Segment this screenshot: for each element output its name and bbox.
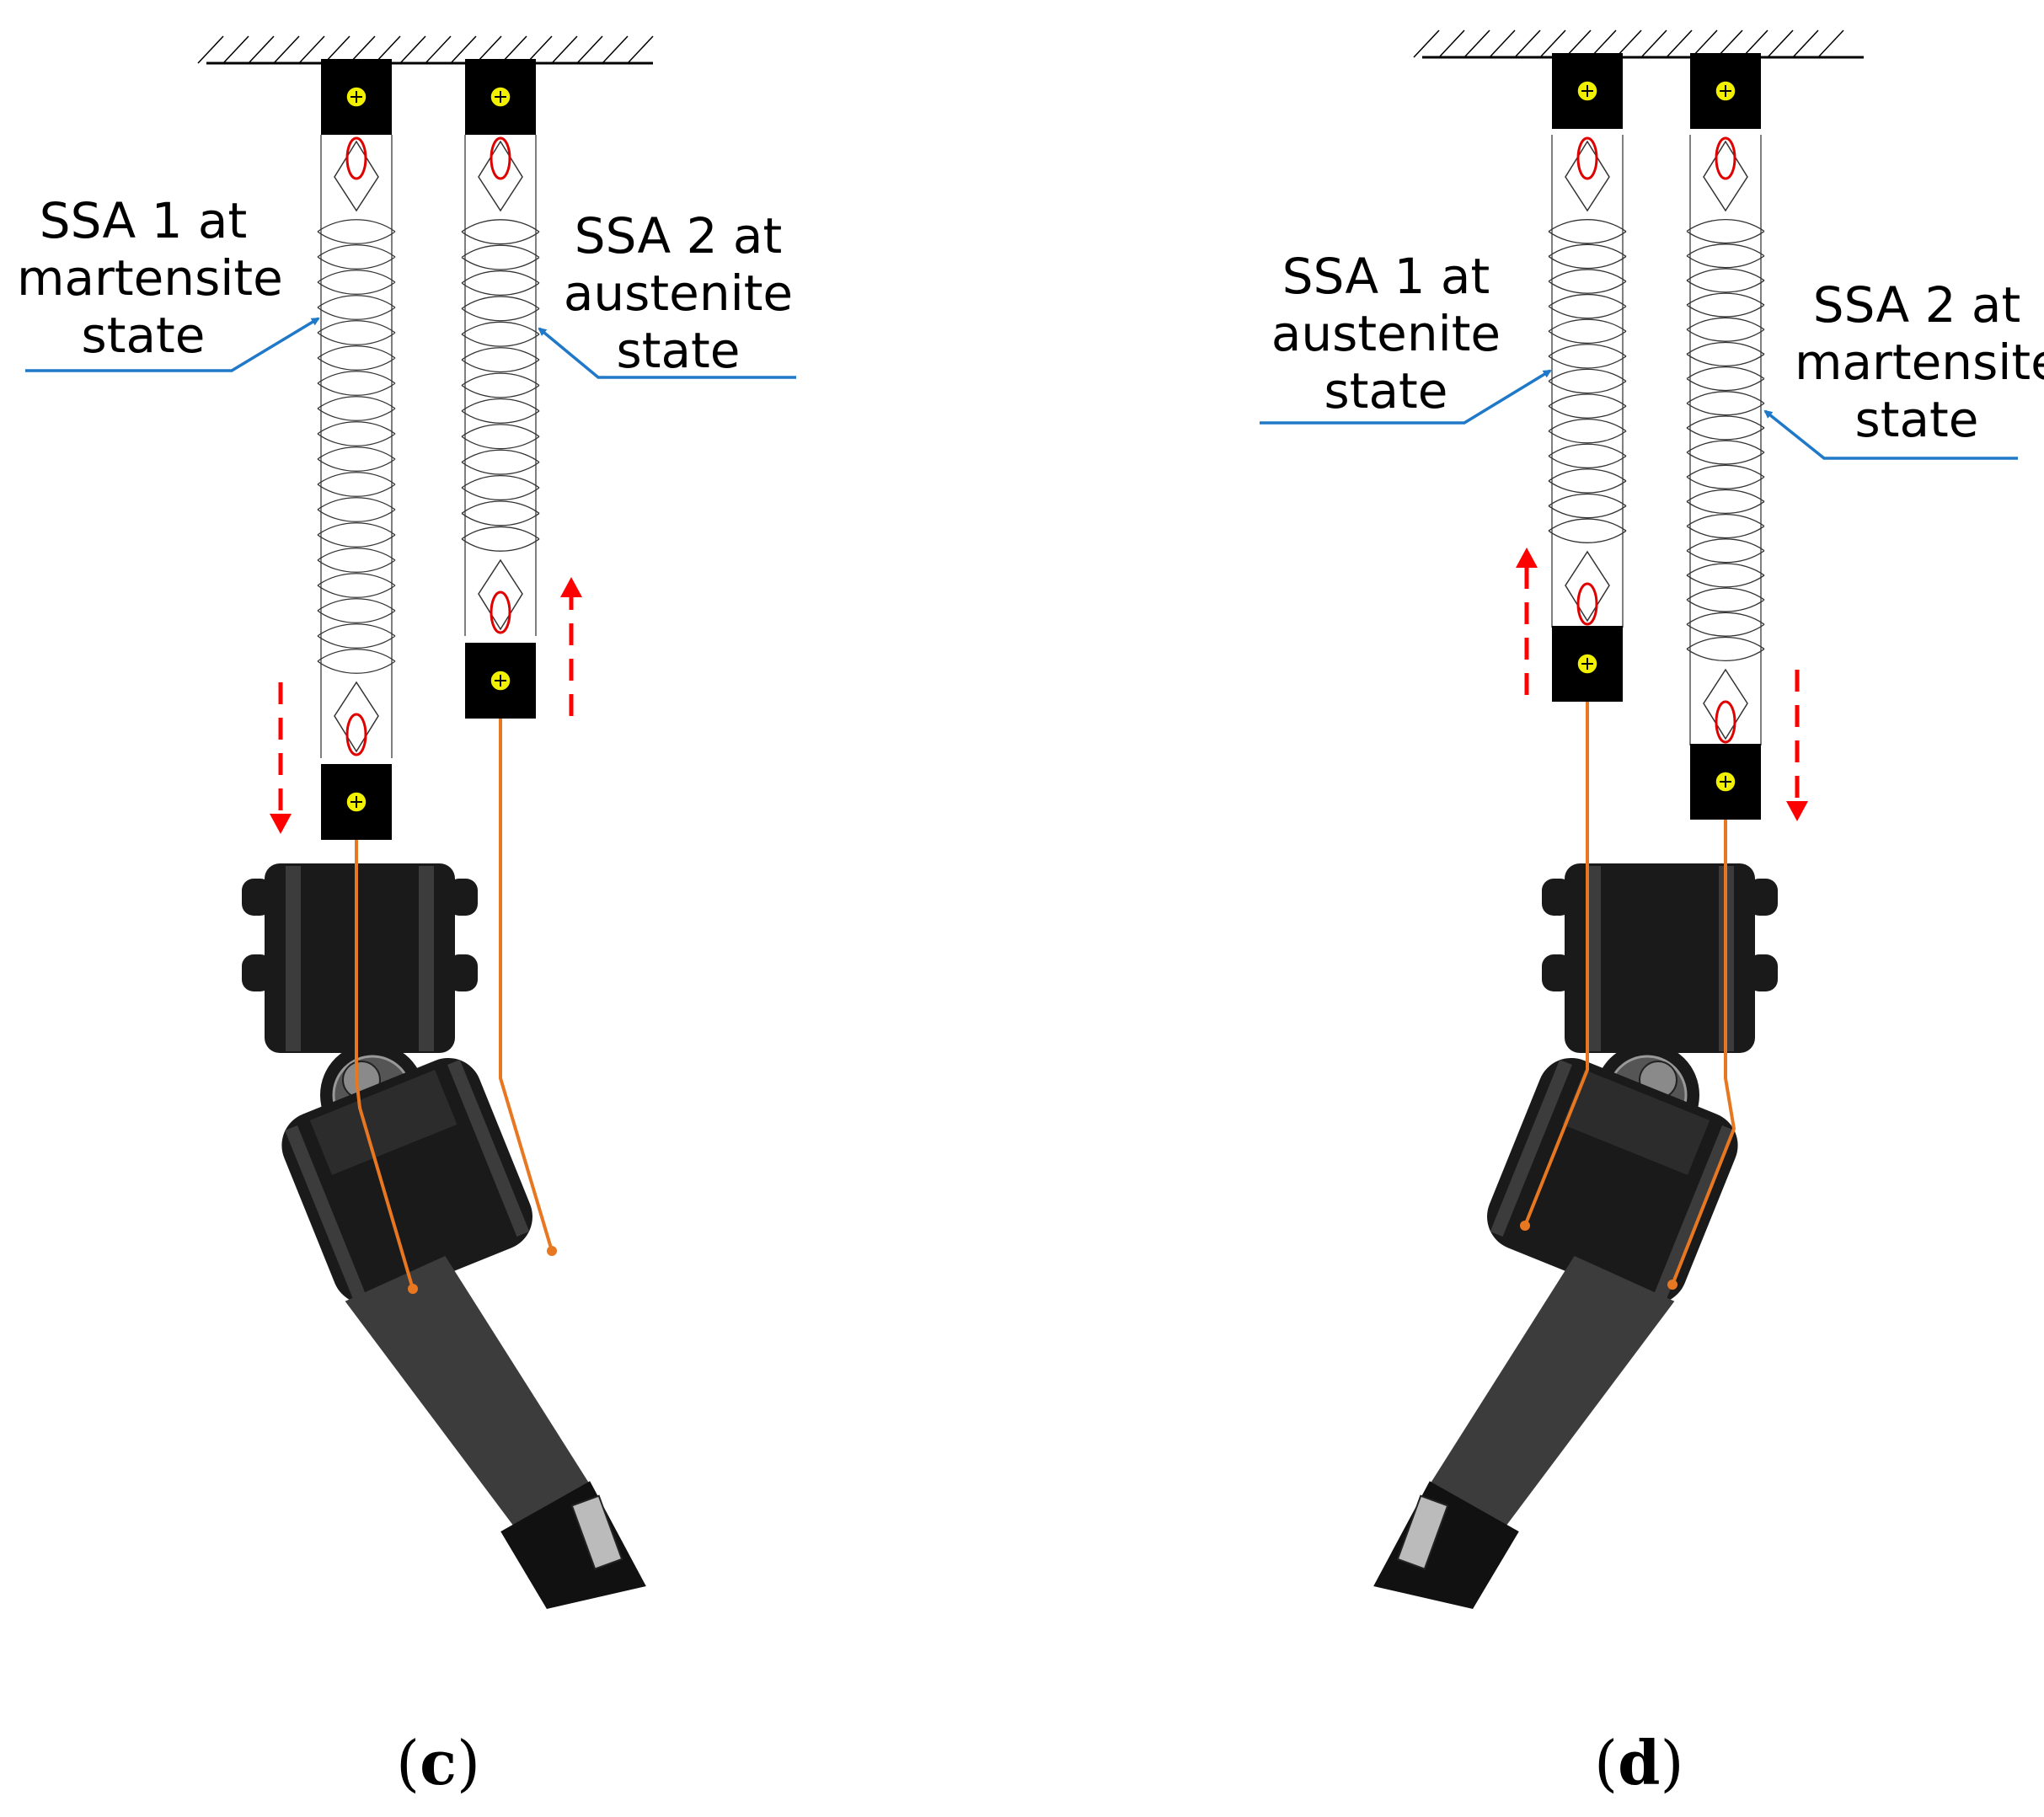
panel-d-ssa2-pointer (1763, 409, 2018, 460)
panel-c-ssa2-label-line2: austenite (563, 265, 794, 322)
spring-coils (1686, 219, 1765, 661)
panel-c-caption-close: ) (456, 1728, 481, 1798)
panel-d-ssa1-label-line3: state (1324, 362, 1448, 420)
panel-c-ssa1-arrow-down (270, 682, 292, 834)
panel-d-ssa1-label-line1: SSA 1 at (1282, 248, 1490, 305)
spring-coils (317, 219, 396, 674)
panel-c-caption-open: ( (396, 1728, 420, 1798)
panel-c-ground-icon (197, 35, 654, 65)
panel-c-ssa1-spring (317, 135, 396, 758)
panel-d-caption: (d) (1594, 1727, 1684, 1798)
fingertip-pad (1396, 1494, 1449, 1570)
middle-link (1487, 1057, 1738, 1305)
panel-d-ssa1-label-line2: austenite (1271, 305, 1501, 362)
panel-d-finger (1373, 863, 1778, 1609)
panel-c-caption-letter: c (420, 1727, 457, 1798)
panel-c-ssa2-pointer (538, 327, 796, 379)
panel-d-caption-open: ( (1594, 1728, 1619, 1798)
panel-c-ssa1-pointer (25, 317, 320, 372)
panel-d-ssa2-label: SSA 2 at martensite state (1795, 276, 2044, 448)
panel-c-tendon-2 (499, 719, 557, 1256)
panel-c-ssa2-top-block (465, 59, 536, 135)
panel-d-ssa2-top-block (1690, 53, 1761, 129)
hook-ring-bottom (1715, 700, 1736, 744)
panel-d-ssa2-bottom-block (1690, 744, 1761, 820)
panel-d-caption-close: ) (1660, 1728, 1684, 1798)
panel-c-ssa1-label-line1: SSA 1 at (39, 192, 248, 249)
base-housing (1565, 863, 1755, 1053)
panel-d-ssa1-bottom-block (1552, 626, 1623, 702)
panel-c-ssa1-label-line2: martensite (17, 249, 283, 307)
panel-d-ssa2-arrow-down (1786, 670, 1808, 821)
panel-c-ssa2-spring (461, 135, 540, 636)
panel-d-ssa2-spring (1686, 135, 1765, 746)
panel-d-ground-icon (1413, 29, 1864, 59)
panel-d-ssa1-top-block (1552, 53, 1623, 129)
panel-c-ssa2-bottom-block (465, 643, 536, 719)
hook-ring-top (345, 136, 367, 180)
panel-d-ssa1-arrow-up (1516, 548, 1538, 695)
panel-d-ssa2-label-line2: martensite (1795, 334, 2044, 391)
hook-ring-top (1576, 136, 1598, 180)
spring-coils (1548, 219, 1627, 543)
panel-d-caption-letter: d (1618, 1727, 1661, 1798)
panel-c-ssa2-arrow-up (560, 577, 582, 716)
panel-d-ssa2-label-line3: state (1854, 391, 1979, 448)
panel-d-ssa1-label: SSA 1 at austenite state (1264, 248, 1508, 420)
distal-link (345, 1255, 646, 1609)
hook-ring-top (1715, 136, 1736, 180)
base-housing (265, 863, 455, 1053)
spring-coils (461, 219, 540, 552)
panel-c-ssa1-top-block (321, 59, 392, 135)
panel-c-finger (242, 863, 646, 1609)
hook-ring-bottom (1576, 582, 1598, 626)
middle-link (281, 1057, 532, 1305)
hook-ring-bottom (345, 713, 367, 756)
panel-d-ssa1-spring (1548, 135, 1627, 628)
panel-d-ssa1-pointer (1260, 369, 1552, 425)
fingertip-pad (570, 1494, 623, 1570)
panel-d-ssa2-label-line1: SSA 2 at (1812, 276, 2021, 334)
panel-c-ssa1-label: SSA 1 at martensite state (17, 192, 283, 364)
panel-c-ssa2-label-line3: state (616, 322, 741, 379)
hook-ring-bottom (490, 591, 511, 634)
panel-c-ssa2-label: SSA 2 at austenite state (556, 207, 800, 379)
panel-d-tendon-2 (1667, 820, 1736, 1290)
panel-c-ssa1-bottom-block (321, 764, 392, 840)
panel-c-tendon-1 (355, 840, 418, 1294)
panel-c-caption: (c) (396, 1727, 480, 1798)
panel-c-ssa1-label-line3: state (81, 307, 206, 364)
distal-link (1373, 1255, 1675, 1609)
panel-c-ssa2-label-line1: SSA 2 at (574, 207, 783, 265)
panel-d-tendon-1 (1520, 702, 1589, 1231)
hook-ring-top (490, 136, 511, 180)
